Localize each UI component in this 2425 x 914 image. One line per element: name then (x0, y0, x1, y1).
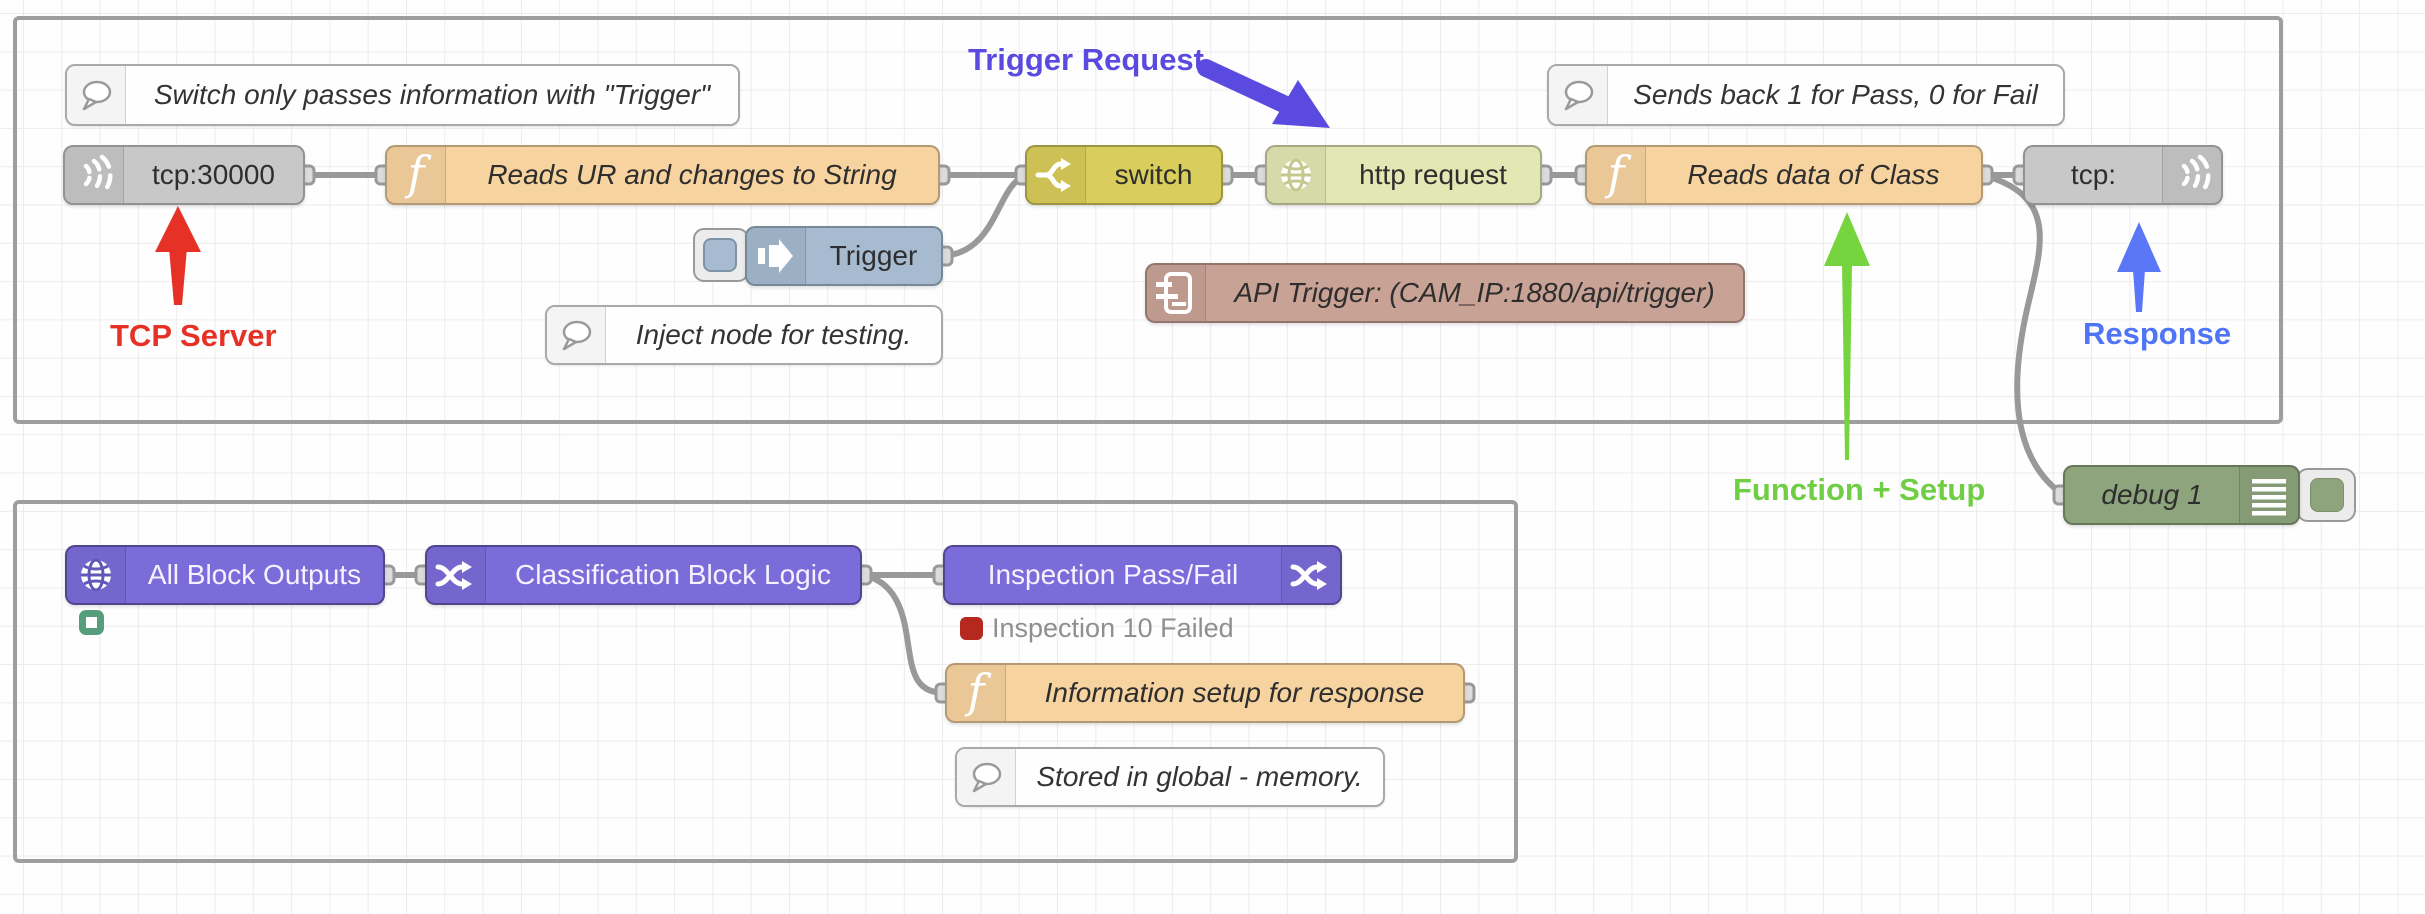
response-arrow (2117, 222, 2161, 312)
node-http-request[interactable]: http request (1265, 145, 1542, 205)
node-comment-inject[interactable]: Inject node for testing. (545, 305, 943, 365)
group-tcp-flow[interactable] (13, 16, 2283, 424)
globe-icon (67, 547, 126, 603)
node-label: All Block Outputs (147, 559, 362, 590)
comment-icon (957, 749, 1016, 805)
node-fn-info-setup[interactable]: f Information setup for response (945, 663, 1465, 723)
shuffle-icon (427, 547, 486, 603)
node-label: Trigger (829, 240, 918, 271)
node-label: tcp:30000 (152, 159, 275, 190)
node-label: Stored in global - memory. (1036, 761, 1363, 792)
debug-toggle-button[interactable] (2296, 468, 2356, 522)
status-text: Inspection 10 Failed (992, 613, 1234, 643)
node-label: Inspection Pass/Fail (987, 559, 1239, 590)
node-comment-sends[interactable]: Sends back 1 for Pass, 0 for Fail (1547, 64, 2065, 126)
node-label: Reads UR and changes to String (487, 159, 897, 190)
comment-icon (67, 66, 126, 124)
shuffle-icon (1281, 547, 1340, 603)
function-icon: f (1587, 146, 1646, 203)
node-all-block-outputs[interactable]: All Block Outputs (65, 545, 385, 605)
node-label: debug 1 (2101, 479, 2203, 510)
node-tcp-response[interactable]: tcp: (2023, 145, 2223, 205)
annotation-function-setup: Function + Setup (1733, 472, 1986, 507)
inject-button-pad (703, 238, 737, 272)
node-label: Sends back 1 for Pass, 0 for Fail (1633, 79, 2038, 110)
node-debug-1[interactable]: debug 1 (2063, 465, 2300, 525)
node-fn-reads-class[interactable]: f Reads data of Class (1585, 145, 1983, 205)
status-ring-all-block-outputs (79, 610, 104, 635)
node-label: Classification Block Logic (515, 559, 831, 590)
node-inject-trigger[interactable]: Trigger (745, 226, 943, 286)
node-comment-switch[interactable]: Switch only passes information with "Tri… (65, 64, 740, 126)
node-tcp-server[interactable]: tcp:30000 (63, 145, 305, 205)
function-icon: f (947, 664, 1006, 721)
node-label: API Trigger: (CAM_IP:1880/api/trigger) (1234, 277, 1715, 308)
node-switch[interactable]: switch (1025, 145, 1223, 205)
inject-button[interactable] (693, 228, 749, 282)
function-icon: f (387, 146, 446, 203)
annotation-trigger-request: Trigger Request (968, 42, 1204, 77)
node-label: tcp: (2070, 159, 2117, 190)
debug-toggle-pad (2310, 478, 2344, 512)
template-icon (1147, 265, 1206, 321)
wire-inject-to-switch[interactable] (940, 173, 1028, 259)
status-dot-red (960, 617, 983, 640)
group-block-logic[interactable] (13, 500, 1518, 863)
switch-icon (1027, 147, 1086, 203)
comment-icon (547, 307, 606, 363)
node-comment-stored[interactable]: Stored in global - memory. (955, 747, 1385, 807)
node-label: Switch only passes information with "Tri… (153, 79, 711, 110)
globe-icon (1267, 147, 1326, 203)
node-label: http request (1359, 159, 1507, 190)
node-label: Inject node for testing. (635, 319, 912, 350)
tcp-server-arrow (155, 206, 201, 305)
node-inspection[interactable]: Inspection Pass/Fail (943, 545, 1342, 605)
trigger-request-arrow (1197, 59, 1330, 128)
node-label: switch (1114, 159, 1193, 190)
wire-fn2-to-debug[interactable] (1980, 172, 2065, 497)
node-fn-reads-ur[interactable]: f Reads UR and changes to String (385, 145, 940, 205)
tcp-out-icon (2162, 147, 2221, 203)
annotation-response: Response (2083, 316, 2232, 351)
wire-class-to-fn3[interactable] (859, 572, 948, 696)
comment-icon (1549, 66, 1608, 124)
tcp-in-icon (65, 147, 124, 203)
node-classification[interactable]: Classification Block Logic (425, 545, 862, 605)
inject-icon (747, 228, 806, 284)
annotation-tcp-server: TCP Server (110, 318, 277, 353)
node-label: Information setup for response (1044, 677, 1425, 708)
function-setup-arrow (1824, 212, 1870, 460)
node-label: Reads data of Class (1687, 159, 1940, 190)
debug-list-icon (2239, 467, 2298, 523)
status-inspection: Inspection 10 Failed (960, 613, 1234, 644)
node-api-trigger[interactable]: API Trigger: (CAM_IP:1880/api/trigger) (1145, 263, 1745, 323)
